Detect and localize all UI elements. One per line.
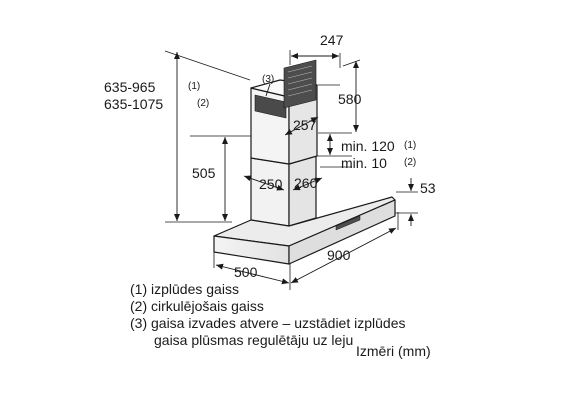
label-ceiling-gap-exhaust-ref: (1) [404, 140, 416, 151]
legend-item-outlet: (3) gaisa izvades atvere – uzstādiet izp… [130, 315, 406, 331]
label-hood-height: 505 [192, 165, 216, 181]
dim-line-duct-width [243, 175, 285, 191]
label-total-height-exhaust: 635-965 [104, 79, 156, 95]
legend-item-recirculation: (2) cirkulējošais gaiss [130, 298, 264, 314]
label-chimney-height: 580 [338, 91, 362, 107]
technical-drawing: 635-965 (1) 635-1075 (2) 505 247 580 257… [104, 32, 436, 290]
label-total-height-exhaust-ref: (1) [188, 81, 200, 92]
label-chimney-depth: 257 [293, 117, 317, 133]
legend-item-exhaust: (1) izplūdes gaiss [130, 281, 239, 297]
label-ceiling-gap-recirc-ref: (2) [404, 157, 416, 168]
label-total-height-recirc: 635-1075 [104, 96, 163, 112]
label-hood-depth: 500 [234, 264, 258, 280]
ceiling-bracket [283, 59, 317, 109]
legend-item-outlet-continued: gaisa plūsmas regulētāju uz leju [154, 332, 354, 348]
label-chimney-width: 247 [320, 32, 344, 48]
legend: (1) izplūdes gaiss (2) cirkulējošais gai… [130, 281, 405, 349]
label-vent-callout: (3) [262, 74, 274, 85]
label-canopy-height: 53 [420, 180, 436, 196]
dim-line-hood-depth [215, 263, 290, 285]
dim-line-duct-depth [292, 177, 323, 191]
label-duct-width: 250 [259, 176, 283, 192]
label-duct-depth: 260 [294, 175, 318, 191]
label-total-height-recirc-ref: (2) [197, 98, 209, 109]
dim-line-chimney-depth [284, 116, 319, 136]
label-ceiling-gap-recirc: min. 10 [341, 155, 387, 171]
label-ceiling-gap-exhaust: min. 120 [341, 138, 395, 154]
dimension-lines [174, 52, 414, 285]
callout-leader [265, 83, 271, 97]
extension-lines [164, 50, 418, 290]
label-hood-width: 900 [327, 247, 351, 263]
units-label: Izmēri (mm) [356, 343, 431, 359]
dim-line-hood-width [290, 227, 397, 284]
